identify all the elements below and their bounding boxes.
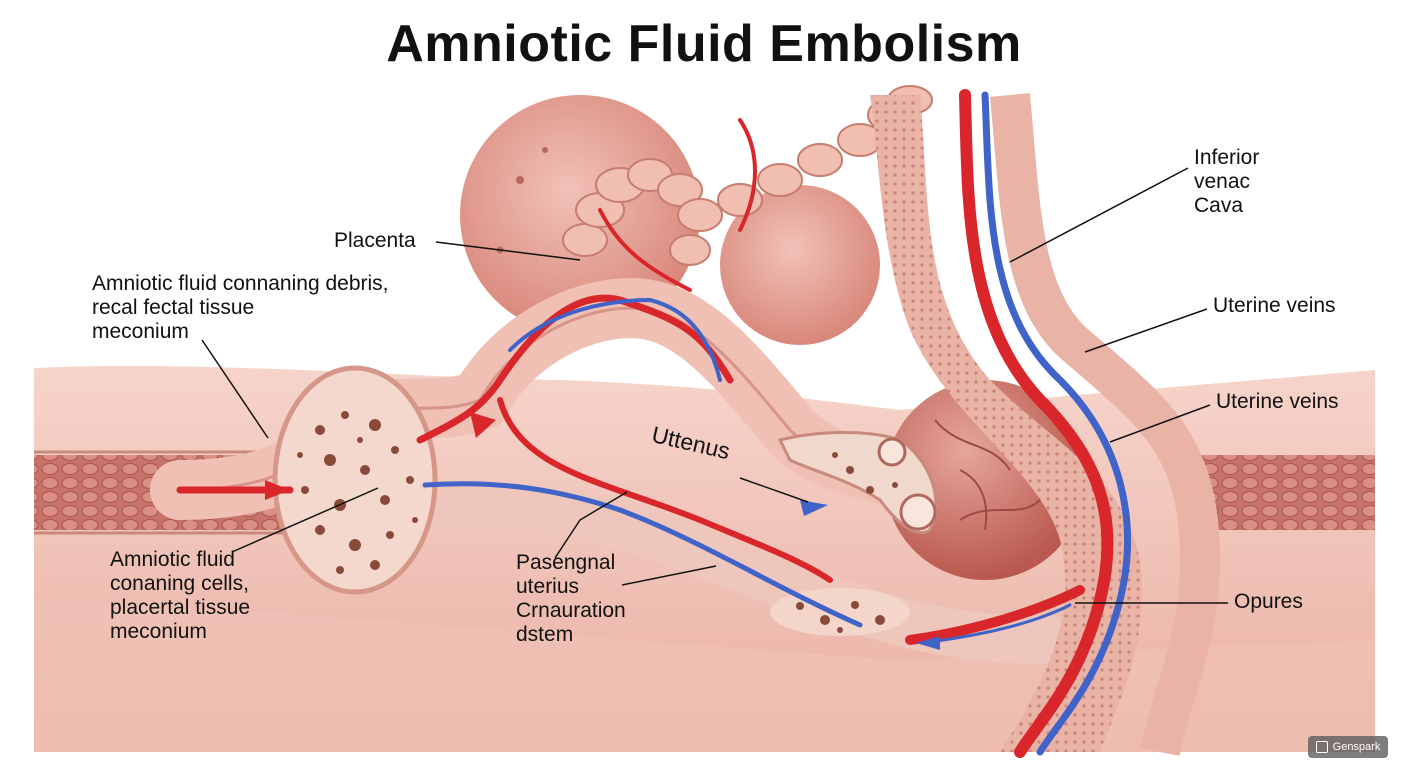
label-debris-line: recal fectal tissue (92, 296, 255, 319)
watermark-text: Genspark (1332, 741, 1381, 753)
label-cells-line: placertal tissue (110, 596, 251, 619)
label-pasengnal-line: Crnauration (516, 599, 626, 622)
genspark-icon (1315, 741, 1328, 753)
label-cells-line: Amniotic fluid (110, 548, 235, 571)
lower-vessel (306, 481, 1074, 664)
label-ivc: Inferior venac Cava (1194, 146, 1259, 218)
debris-plug (777, 431, 938, 535)
label-debris-line: Amniotic fluid connaning debris, (92, 272, 389, 295)
label-uterine-veins-2: Uterine veins (1216, 390, 1339, 413)
label-debris: Amniotic fluid connaning debris, recal f… (92, 272, 389, 344)
page-title: Amniotic Fluid Embolism (386, 15, 1022, 73)
label-uterine-veins-1: Uterine veins (1213, 294, 1336, 317)
arteries (176, 89, 1114, 758)
label-cells: Amniotic fluid conaning cells, placertal… (110, 548, 250, 644)
veins (422, 91, 1131, 756)
lower-debris (770, 588, 910, 636)
label-pasengnal-line: Pasengnal (516, 551, 616, 574)
label-debris-line: meconium (92, 320, 189, 343)
flow-arrows (265, 412, 940, 650)
label-pasengnal-line: uterius (516, 575, 580, 598)
label-cells-line: meconium (110, 620, 207, 643)
label-pasengnal-line: dstem (516, 623, 574, 646)
amniotic-sac (272, 365, 438, 595)
label-placenta: Placenta (334, 229, 416, 252)
right-sphere (720, 185, 880, 345)
label-opures: Opures (1234, 590, 1303, 613)
label-pasengnal: Pasengnal uterius Crnauration dstem (516, 551, 626, 647)
label-ivc-line: Inferior (1194, 146, 1260, 169)
watermark-badge: Genspark (1308, 736, 1388, 758)
label-ivc-line: Cava (1194, 194, 1244, 217)
leader-lines (201, 167, 1228, 604)
umbilical-coil (562, 85, 933, 266)
label-ivc-line: venac (1194, 170, 1251, 193)
label-cells-line: conaning cells, (110, 572, 249, 595)
